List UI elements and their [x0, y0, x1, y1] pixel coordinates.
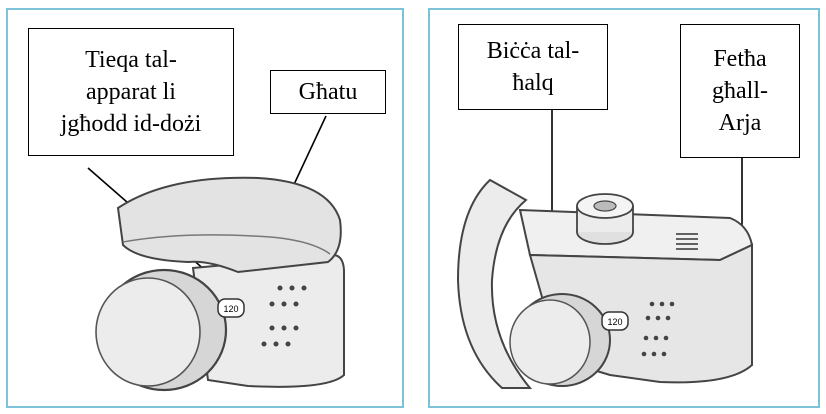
- callout-dose-counter: Tieqa tal- apparat li jgħodd id-dożi: [28, 28, 234, 156]
- callout-cover: Għatu: [270, 70, 386, 114]
- top-deck: [520, 210, 752, 260]
- right-panel: 120 Biċċa tal- ħalq Fetħa għall- Arja: [428, 8, 820, 408]
- left-panel: 120 Tieqa tal- apparat li jgħodd id-dożi…: [6, 8, 404, 408]
- counter-value: 120: [607, 317, 622, 327]
- thumb-grip-face: [96, 278, 200, 386]
- thumb-grip-face: [510, 300, 590, 384]
- mouthpiece-hole: [594, 201, 616, 211]
- callout-air-vent: Fetħa għall- Arja: [680, 24, 800, 158]
- counter-value: 120: [223, 304, 238, 314]
- cover-shape: [118, 178, 341, 272]
- callout-mouthpiece: Biċċa tal- ħalq: [458, 24, 608, 110]
